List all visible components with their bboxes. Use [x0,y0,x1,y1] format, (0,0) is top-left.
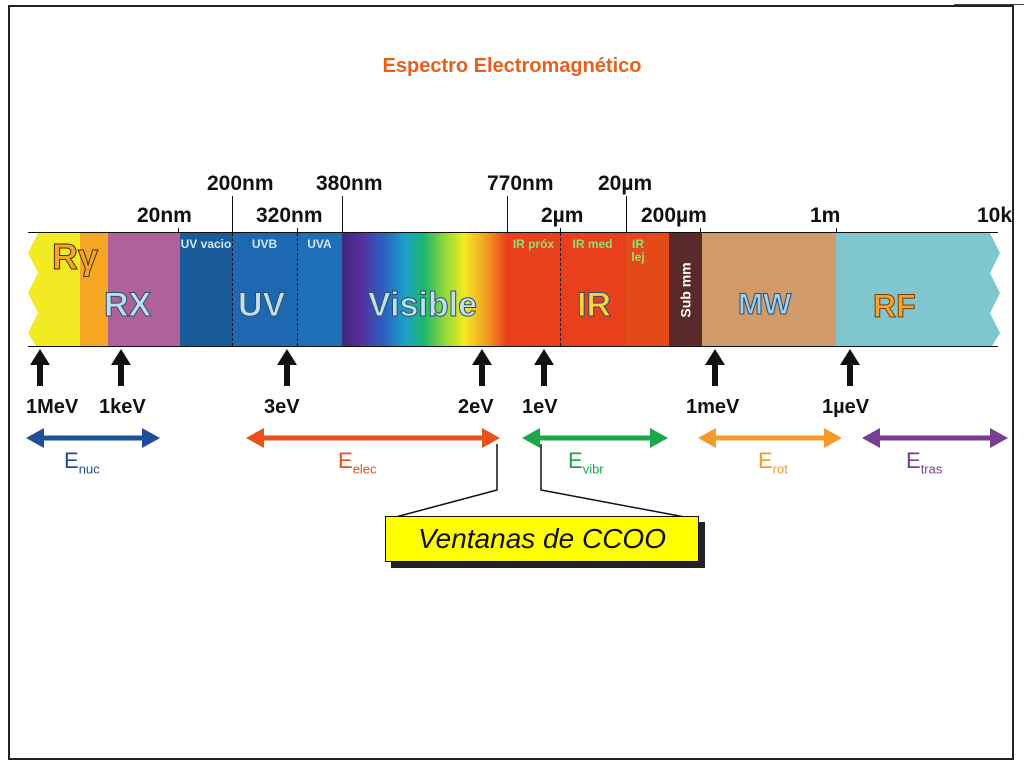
corner-mark [954,0,1024,5]
wavelength-label-2um: 2µm [541,204,584,227]
range-label-nuc-main: E [64,448,79,473]
band-label-ir: IR [577,286,612,325]
band-gamma [28,233,86,346]
band-label-submm: Sub mm [677,261,694,318]
range-arrow-rot [698,428,842,448]
energy-label-1ev: 1eV [522,396,558,418]
dashed-divider-ir-med [560,233,561,346]
arrow-up-icon [472,349,492,365]
energy-label-2ev: 2eV [458,396,494,418]
range-label-rot-main: E [758,448,773,473]
jagged-edge-right-icon [990,233,1000,346]
range-arrow-tras [862,428,1008,448]
wavelength-label-770nm: 770nm [487,172,554,195]
band-visible [342,233,507,346]
wavelength-label-1m: 1m [810,204,841,227]
wavelength-label-200um: 200µm [641,204,707,227]
arrow-up-icon [111,349,131,365]
range-label-nuc-sub: nuc [78,461,100,477]
range-label-rot-sub: rot [772,461,788,477]
arrow-stem-1uev [847,364,853,386]
arrow-stem-2ev [479,364,485,386]
band-uv-vacio [180,233,232,346]
energy-label-1uev: 1µeV [822,396,870,418]
range-label-tras-main: E [906,448,921,473]
band-ir [507,233,626,346]
band-label-visible: Visible [368,286,478,325]
band-label-uva: UVA [307,237,332,251]
arrow-stem-1kev [118,364,124,386]
band-label-rf: RF [873,288,917,325]
arrow-stem-1mev-low [712,364,718,386]
submm-label-holder: Sub mm [669,233,702,346]
band-label-uvb: UVB [251,237,278,251]
wavelength-label-20um: 20µm [598,172,653,195]
page-title: Espectro Electromagnético [382,55,642,77]
wavelength-label-20nm: 20nm [137,204,192,227]
band-label-ir-lej: IR lej [631,237,645,264]
arrow-up-icon [277,349,297,365]
arrow-stem-1ev [541,364,547,386]
range-label-rot: Erot [758,448,788,476]
band-label-uv-vacio: UV vacio [180,237,232,251]
range-arrow-nuc [26,428,160,448]
range-label-vibr-sub: vibr [582,461,604,477]
slide-frame [8,5,1014,760]
dashed-divider-uvb [232,233,233,346]
range-arrow-vibr [522,428,668,448]
jagged-edge-icon [28,233,38,346]
band-submm [669,233,702,346]
band-label-uv: UV [237,286,286,325]
energy-label-1kev: 1keV [99,396,146,418]
range-label-tras: Etras [906,448,942,476]
band-label-ir-med: IR med [572,237,613,251]
range-label-nuc: Enuc [64,448,100,476]
arrow-up-icon [840,349,860,365]
band-label-ir-prox: IR próx [512,237,555,251]
arrow-stem-1mev [37,364,43,386]
range-label-elec: Eelec [338,448,377,476]
wavelength-label-380nm: 380nm [316,172,383,195]
band-mw [702,233,836,346]
range-label-vibr-main: E [568,448,583,473]
energy-range-arrows [26,428,1008,448]
band-label-gamma: Rγ [51,236,99,278]
arrow-up-icon [534,349,554,365]
range-label-vibr: Evibr [568,448,604,476]
range-label-elec-main: E [338,448,353,473]
band-uva [297,233,342,346]
range-label-elec-sub: elec [352,461,377,477]
callout-connectors [391,444,691,519]
energy-label-1mev: 1MeV [26,396,79,418]
band-xray [108,233,180,346]
energy-label-3ev: 3eV [264,396,300,418]
range-arrow-elec [246,428,500,448]
dashed-divider-uva [297,233,298,346]
band-uvb [232,233,297,346]
spectrum-top-line [28,232,998,233]
band-gamma-orange [80,233,108,346]
band-ir-lej [626,233,669,346]
band-rf [836,233,1000,346]
arrow-up-icon [705,349,725,365]
spectrum-bottom-line [28,346,998,347]
arrow-up-icon [30,349,50,365]
range-label-tras-sub: tras [920,461,943,477]
wavelength-label-320nm: 320nm [256,204,323,227]
wavelength-label-200nm: 200nm [207,172,274,195]
arrow-stem-3ev [284,364,290,386]
band-label-mw: MW [737,288,792,322]
wavelength-label-10k: 10k [977,204,1013,227]
callout-ventanas: Ventanas de CCOO [385,516,699,562]
energy-label-1mev-low: 1meV [686,396,740,418]
band-label-xray: RX [103,286,152,325]
